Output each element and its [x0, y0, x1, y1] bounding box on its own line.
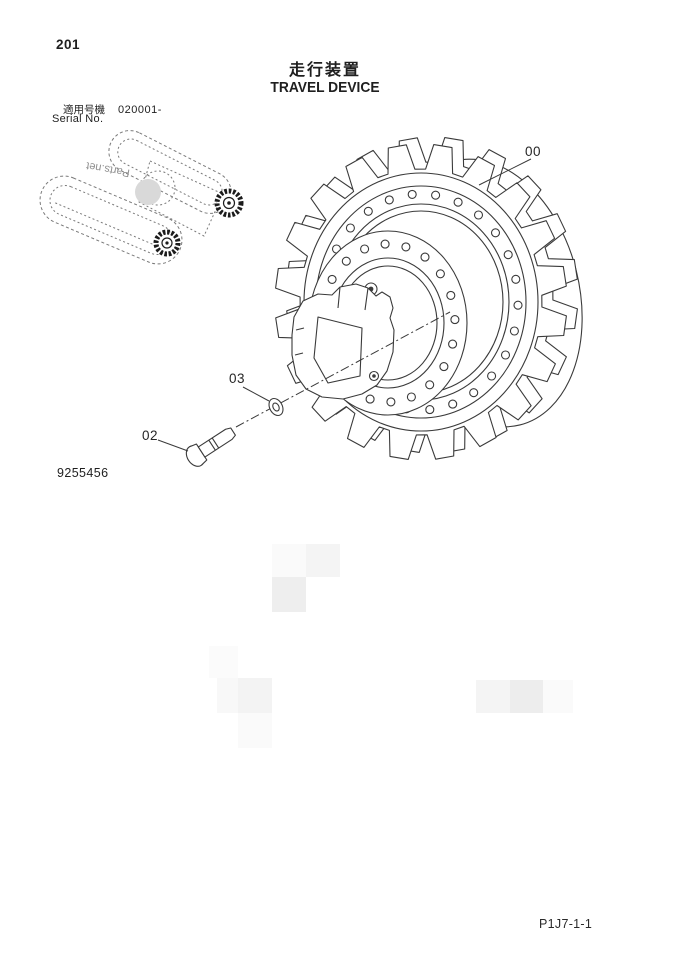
applicable-label-ja: 適用号機 [63, 104, 105, 116]
footer-doc-code: P1J7-1-1 [539, 917, 593, 931]
housing-step-lines [294, 286, 369, 356]
figure-number: 9255456 [57, 466, 109, 480]
bolt-drawing [185, 427, 236, 467]
page-number: 201 [56, 37, 81, 52]
callout-00[interactable]: 00 [525, 144, 542, 159]
housing-face-plate [313, 316, 363, 384]
leader-02 [157, 439, 189, 452]
watermark-blob [135, 179, 161, 205]
serial-label-en: Serial No. [52, 113, 104, 125]
washer-drawing [268, 397, 284, 417]
serial-number-value: 020001- [118, 104, 162, 116]
applicable-serial-row: 適用号機 020001- [63, 102, 162, 117]
leader-03 [242, 386, 270, 402]
travel-device-drawing [275, 137, 583, 460]
thumbnail-sprocket-right [214, 188, 244, 218]
motor-housing [291, 283, 395, 400]
swing-bearing [140, 170, 176, 206]
title-english: TRAVEL DEVICE [270, 79, 380, 96]
leader-00 [478, 158, 532, 186]
callout-02[interactable]: 02 [142, 428, 159, 443]
leader-lines [157, 158, 532, 452]
thumbnail-sprocket-left [153, 229, 181, 257]
undercarriage-thumbnail [39, 130, 244, 265]
callout-03[interactable]: 03 [229, 371, 246, 386]
title-japanese: 走行装置 [288, 62, 361, 79]
center-frame [138, 160, 224, 237]
